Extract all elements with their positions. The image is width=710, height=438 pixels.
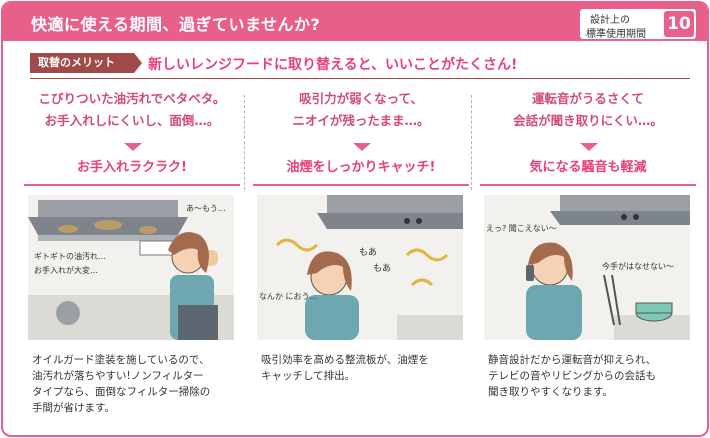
description-line: 手間が省けます。 bbox=[32, 402, 115, 414]
problem-line1: こびりついた油汚れでベタベタ。 bbox=[38, 91, 226, 106]
problem-text: 運転音がうるさくて 会話が聞き取りにくい…。 bbox=[480, 88, 696, 142]
description-line: 吸引効率を高める整流板が、油煙を bbox=[261, 354, 429, 366]
speech-text: もあ bbox=[359, 247, 377, 258]
description-line: 聞き取りやすくなります。 bbox=[488, 386, 613, 398]
arrow-down-icon bbox=[353, 143, 371, 151]
problem-text: 吸引力が弱くなって、 ニオイが残ったまま…。 bbox=[253, 88, 469, 142]
problem-line2: ニオイが残ったまま…。 bbox=[292, 113, 430, 128]
column-noise: 運転音がうるさくて 会話が聞き取りにくい…。 気になる騒音も軽減 bbox=[480, 88, 696, 186]
badge-years-number: 10 bbox=[667, 14, 691, 34]
problem-line1: 吸引力が弱くなって、 bbox=[299, 91, 423, 106]
benefit-underline bbox=[24, 184, 240, 186]
description-noise: 静音設計だから運転音が抑えられ、 テレビの音やリビングからの会話も 聞き取りやす… bbox=[488, 352, 694, 400]
description-line: オイルガード塗装を施しているので、 bbox=[32, 354, 210, 366]
problem-line2: 会話が聞き取りにくい…。 bbox=[513, 113, 663, 128]
problem-text: こびりついた油汚れでベタベタ。 お手入れしにくいし、面倒…。 bbox=[24, 88, 240, 142]
speech-text: えっ? 聞こえない〜 bbox=[486, 224, 557, 233]
speech-text: お手入れが大変… bbox=[34, 265, 98, 275]
description-line: タイプなら、面倒なフィルター掃除の bbox=[32, 386, 211, 398]
problem-line2: お手入れしにくいし、面倒…。 bbox=[44, 113, 220, 128]
merit-underline bbox=[30, 78, 690, 79]
problem-line1: 運転音がうるさくて bbox=[531, 91, 645, 106]
description-line: 静音設計だから運転音が抑えられ、 bbox=[488, 354, 657, 366]
speech-text: ギトギトの油汚れ… bbox=[34, 251, 106, 261]
merit-text: 新しいレンジフードに取り替えると、いいことがたくさん! bbox=[148, 57, 518, 73]
merit-tag: 取替のメリット bbox=[30, 53, 134, 73]
column-divider bbox=[471, 95, 472, 190]
illustration-suction: もあ もあ なんか におう… bbox=[257, 195, 463, 340]
column-cleaning: こびりついた油汚れでベタベタ。 お手入れしにくいし、面倒…。 お手入れラクラク! bbox=[24, 88, 240, 186]
description-line: キャッチして排出。 bbox=[261, 370, 356, 382]
merit-row: 取替のメリット 新しいレンジフードに取り替えると、いいことがたくさん! bbox=[30, 51, 690, 79]
speech-text: もあ bbox=[373, 263, 391, 274]
description-line: 油汚れが落ちやすい!ノンフィルター bbox=[32, 370, 204, 382]
usage-period-badge: 設計上の 標準使用期間 10 年 bbox=[579, 8, 697, 58]
description-line: テレビの音やリビングからの会話も bbox=[488, 370, 656, 382]
speech-text: なんか におう… bbox=[259, 292, 318, 301]
benefit-underline bbox=[253, 184, 469, 186]
header-bar: 快適に使える期間、過ぎていませんか? 設計上の 標準使用期間 10 年 bbox=[3, 3, 707, 58]
illustration-suction-svg: もあ もあ なんか におう… bbox=[259, 195, 463, 340]
speech-text: 今手がはなせない〜 bbox=[602, 261, 674, 271]
benefit-text: 油煙をしっかりキャッチ! bbox=[286, 160, 436, 175]
benefit-text: 気になる騒音も軽減 bbox=[529, 160, 647, 175]
column-divider bbox=[244, 95, 245, 190]
speech-text: あ〜もう… bbox=[186, 204, 226, 213]
illustration-noise-svg: えっ? 聞こえない〜 今手がはなせない〜 bbox=[486, 195, 690, 340]
merit-arrow-icon bbox=[134, 53, 142, 73]
arrow-down-icon bbox=[580, 143, 598, 151]
illustration-cleaning: あ〜もう… ギトギトの油汚れ… お手入れが大変… bbox=[28, 195, 234, 340]
badge-line2: 標準使用期間 bbox=[586, 29, 646, 40]
arrow-down-icon bbox=[124, 143, 142, 151]
badge-line1: 設計上の bbox=[590, 15, 630, 26]
benefit-text: お手入れラクラク! bbox=[77, 160, 187, 175]
description-cleaning: オイルガード塗装を施しているので、 油汚れが落ちやすい!ノンフィルター タイプな… bbox=[32, 352, 238, 416]
illustration-noise: えっ? 聞こえない〜 今手がはなせない〜 bbox=[484, 195, 690, 340]
description-suction: 吸引効率を高める整流板が、油煙を キャッチして排出。 bbox=[261, 352, 467, 384]
badge-years: 10 年 bbox=[664, 11, 694, 58]
header-title: 快適に使える期間、過ぎていませんか? bbox=[31, 15, 321, 34]
illustration-cleaning-svg: あ〜もう… ギトギトの油汚れ… お手入れが大変… bbox=[28, 200, 234, 340]
column-suction: 吸引力が弱くなって、 ニオイが残ったまま…。 油煙をしっかりキャッチ! bbox=[253, 88, 469, 186]
badge-years-unit: 年 bbox=[674, 47, 684, 58]
benefit-underline bbox=[480, 184, 696, 186]
